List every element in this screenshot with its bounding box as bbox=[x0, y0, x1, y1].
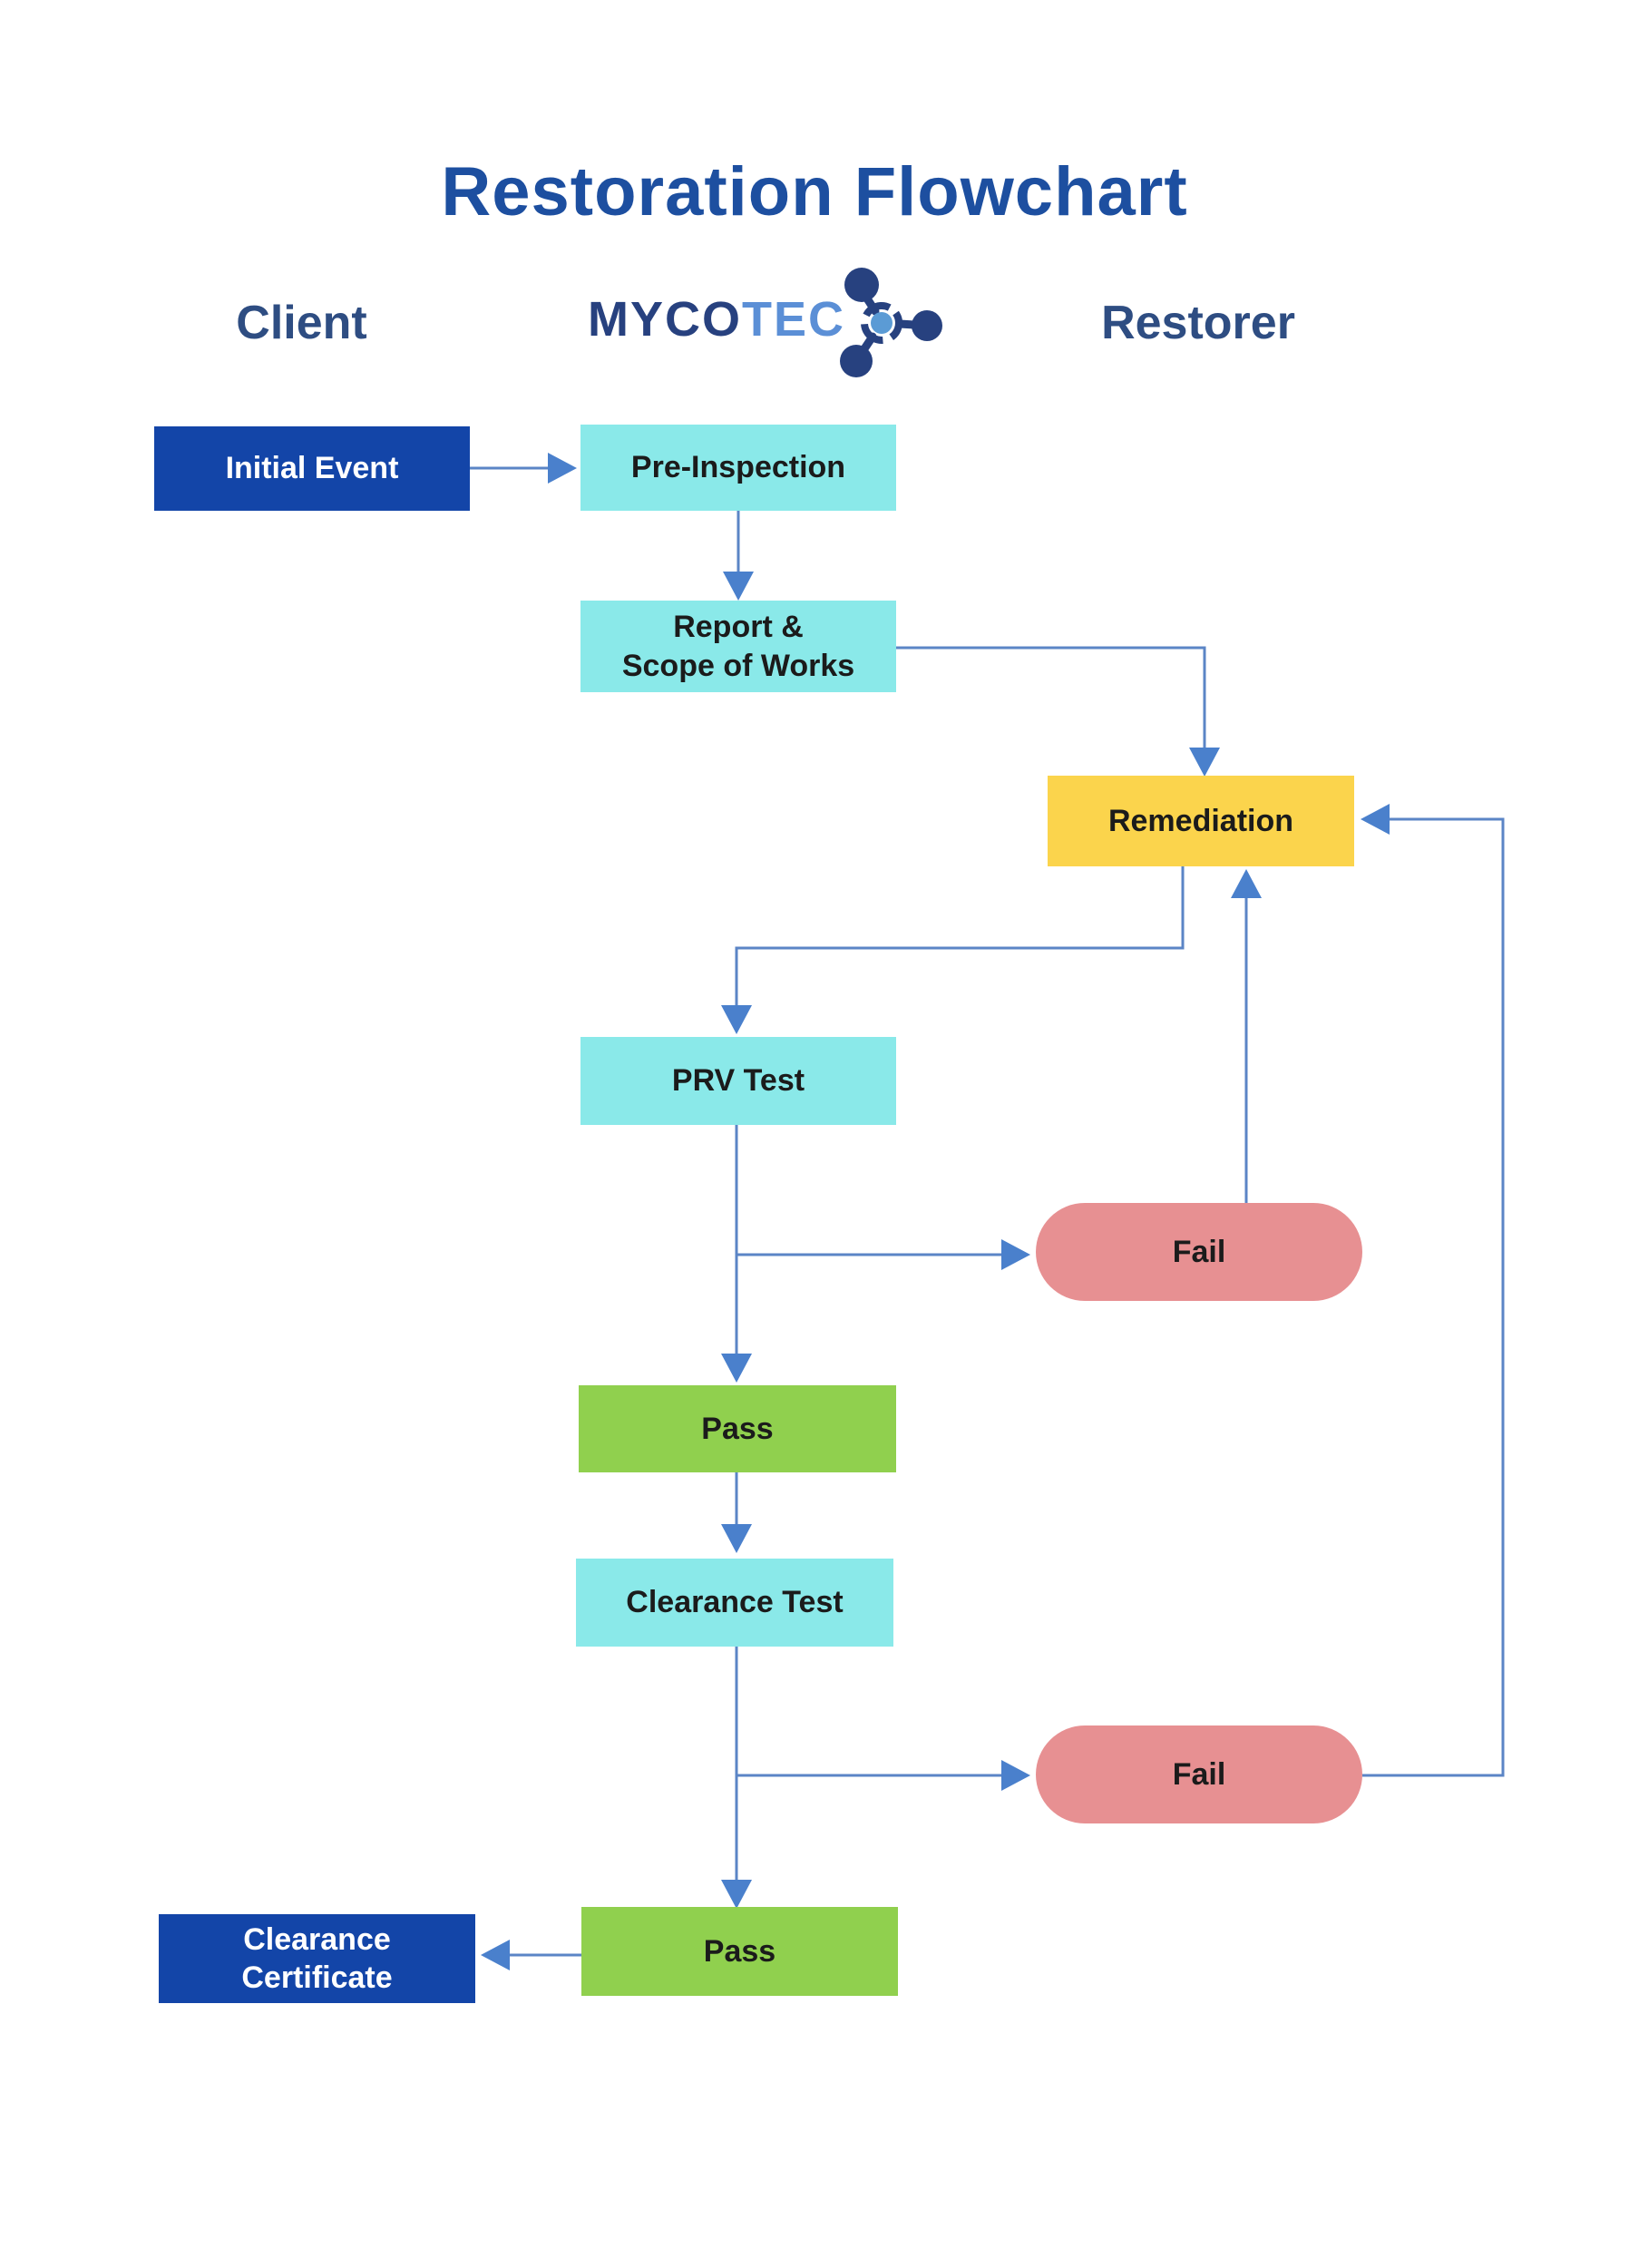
arrowhead-down bbox=[721, 1354, 752, 1383]
arrowhead-left bbox=[481, 1940, 510, 1970]
node-remediation: Remediation bbox=[1048, 776, 1354, 866]
node-label: Pass bbox=[703, 1933, 776, 1969]
logo-text-secondary: TEC bbox=[742, 292, 845, 347]
connector-remediation-to-prv bbox=[735, 866, 1185, 1009]
mycotec-logo: MYCOTEC bbox=[588, 256, 942, 383]
node-label: Clearance Certificate bbox=[241, 1921, 393, 1996]
node-fail-clearance: Fail bbox=[1036, 1725, 1362, 1823]
node-label: Report & Scope of Works bbox=[621, 610, 855, 683]
arrowhead-down bbox=[723, 572, 754, 601]
arrowhead-down bbox=[1189, 748, 1220, 777]
node-clearance-test: Clearance Test bbox=[576, 1559, 893, 1647]
connector-report-to-remediation bbox=[896, 646, 1206, 751]
arrowhead-up bbox=[1231, 869, 1262, 898]
page-title: Restoration Flowchart bbox=[441, 153, 1188, 230]
molecule-icon bbox=[840, 268, 942, 377]
node-pass-clearance: Pass bbox=[581, 1907, 898, 1996]
column-label-client: Client bbox=[236, 297, 367, 349]
logo-text: MYCOTEC bbox=[588, 256, 845, 383]
column-label-restorer: Restorer bbox=[1101, 297, 1295, 349]
node-prv-test: PRV Test bbox=[580, 1037, 896, 1125]
node-label: PRV Test bbox=[671, 1063, 805, 1099]
node-label: Initial Event bbox=[225, 451, 399, 486]
node-label: Fail bbox=[1172, 1756, 1226, 1792]
arrowhead-left bbox=[1361, 804, 1390, 835]
node-label: Clearance Test bbox=[626, 1585, 844, 1620]
arrowhead-down bbox=[721, 1524, 752, 1553]
logo-text-primary: MYCO bbox=[588, 292, 742, 347]
connector-fail2-to-remediation bbox=[1362, 817, 1505, 1777]
arrowhead-down bbox=[721, 1005, 752, 1034]
node-initial-event: Initial Event bbox=[154, 426, 470, 511]
node-label: Pass bbox=[701, 1411, 774, 1446]
node-report-scope-of-works: Report & Scope of Works bbox=[580, 601, 896, 692]
node-label: Remediation bbox=[1107, 803, 1294, 838]
node-pass-prv: Pass bbox=[579, 1385, 896, 1472]
arrowhead-right bbox=[1001, 1239, 1030, 1270]
node-label: Fail bbox=[1172, 1234, 1226, 1269]
arrowhead-right bbox=[1001, 1760, 1030, 1791]
node-pre-inspection: Pre-Inspection bbox=[580, 425, 896, 511]
arrowhead-right bbox=[548, 453, 577, 484]
node-fail-prv: Fail bbox=[1036, 1203, 1362, 1301]
node-label: Pre-Inspection bbox=[630, 450, 846, 485]
arrowhead-down bbox=[721, 1880, 752, 1909]
node-clearance-certificate: Clearance Certificate bbox=[159, 1914, 475, 2003]
